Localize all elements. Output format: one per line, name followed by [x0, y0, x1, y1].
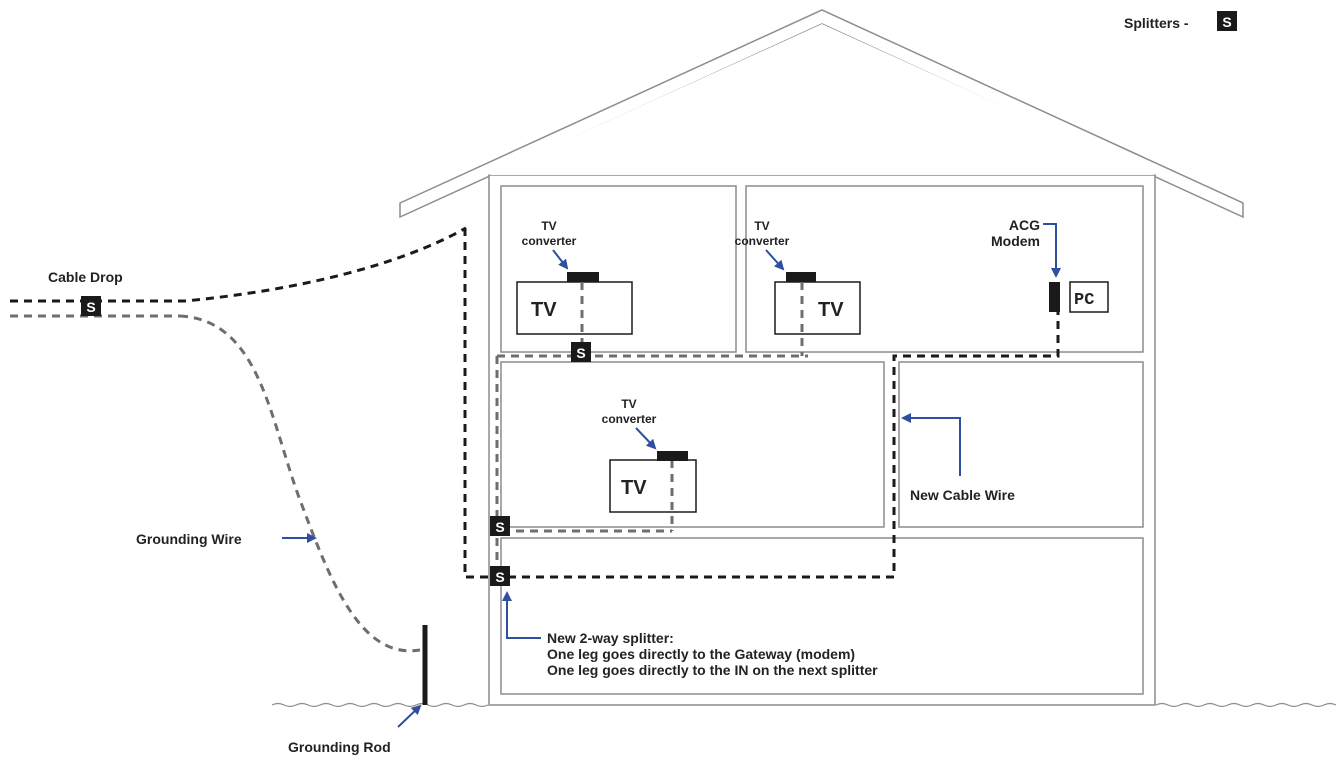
- room-basement: [500, 537, 1144, 695]
- svg-text:PC: PC: [1074, 291, 1094, 310]
- svg-text:S: S: [86, 299, 95, 315]
- svg-text:New 2-way splitter:: New 2-way splitter:: [547, 630, 674, 646]
- tv-converter-box-1: [567, 272, 599, 282]
- svg-text:S: S: [495, 519, 504, 535]
- annotation-arrows: [282, 223, 1061, 728]
- new-cable-wiring: [10, 226, 1060, 579]
- tv-converter-box-3: [657, 451, 688, 461]
- svg-text:One leg goes directly to the G: One leg goes directly to the Gateway (mo…: [547, 646, 855, 662]
- arrow-acg-modem: [1043, 223, 1061, 278]
- svg-text:converter: converter: [602, 412, 657, 426]
- grounding-wire-label: Grounding Wire: [136, 531, 242, 547]
- tv-converter-label-2: TV converter: [735, 219, 790, 248]
- ground-line-right: [1155, 702, 1337, 708]
- room-upper-right: [745, 185, 1144, 353]
- svg-text:One leg goes directly to the I: One leg goes directly to the IN on the n…: [547, 662, 878, 678]
- ground-line-left: [271, 702, 489, 708]
- tv-converter-box-2: [786, 272, 816, 282]
- arrow-converter-3: [635, 427, 657, 450]
- svg-text:S: S: [1222, 14, 1231, 30]
- grounding-wire-line: [179, 314, 421, 653]
- splitter-middle-left: S: [490, 516, 510, 536]
- svg-text:Modem: Modem: [991, 233, 1040, 249]
- room-middle-left: [500, 361, 885, 528]
- legend-splitter-symbol: [1217, 11, 1237, 31]
- svg-text:S: S: [495, 569, 504, 585]
- svg-text:TV: TV: [754, 219, 769, 233]
- tv-converter-label-3: TV converter: [602, 397, 657, 426]
- arrow-converter-2: [765, 249, 785, 271]
- grounding-rod-label: Grounding Rod: [288, 739, 391, 755]
- svg-text:Splitters -: Splitters -: [1124, 15, 1189, 31]
- arrow-grounding-rod: [397, 704, 422, 728]
- new-splitter-note: New 2-way splitter: One leg goes directl…: [547, 630, 878, 678]
- splitter-new-2way: S: [490, 566, 510, 586]
- svg-text:TV: TV: [541, 219, 556, 233]
- svg-text:TV: TV: [531, 299, 557, 321]
- room-middle-right: [898, 361, 1144, 528]
- svg-text:ACG: ACG: [1009, 217, 1040, 233]
- splitter-upper-left: S: [571, 342, 591, 362]
- house-walls: [488, 174, 1156, 706]
- legend: Splitters - S: [1124, 11, 1237, 31]
- tv-upper-middle: TV: [774, 281, 861, 335]
- house-roof: [399, 9, 1244, 219]
- acg-modem-label: ACG Modem: [991, 217, 1040, 249]
- pc-device: PC: [1069, 281, 1109, 313]
- acg-modem-device: [1049, 282, 1060, 312]
- tv-middle-left: TV: [609, 459, 697, 513]
- svg-text:converter: converter: [522, 234, 577, 248]
- new-cable-wire-label: New Cable Wire: [910, 487, 1015, 503]
- cable-drop-label: Cable Drop: [48, 269, 123, 285]
- room-upper-left: [500, 185, 737, 353]
- svg-text:TV: TV: [621, 397, 636, 411]
- tv-converter-label-1: TV converter: [522, 219, 577, 248]
- svg-text:TV: TV: [818, 299, 844, 321]
- arrow-new-cable-wire: [901, 413, 961, 476]
- splitter-cable-drop: S: [81, 296, 101, 316]
- tv-upper-left: TV: [516, 281, 633, 335]
- svg-text:S: S: [576, 345, 585, 361]
- arrow-new-splitter: [502, 591, 541, 639]
- svg-text:TV: TV: [621, 477, 647, 499]
- arrow-converter-1: [552, 249, 569, 270]
- svg-text:converter: converter: [735, 234, 790, 248]
